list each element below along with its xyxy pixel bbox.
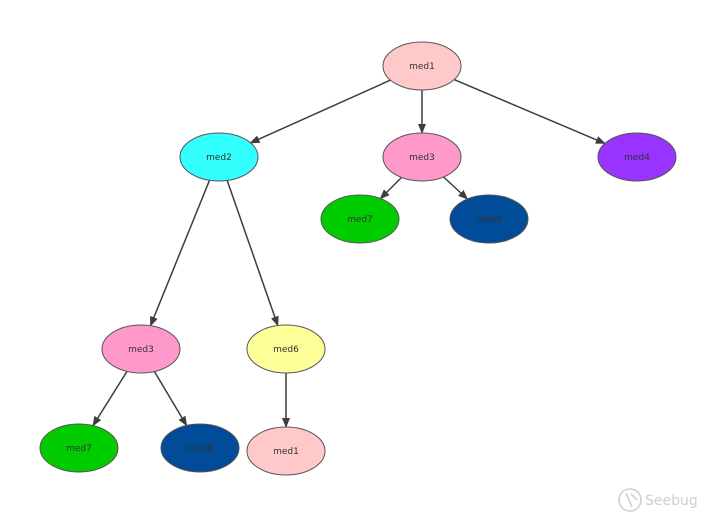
node-med4[interactable]: med4 bbox=[597, 132, 677, 182]
nodes-layer: med1 med2 med3 med4 med7 med8 med3 med6 med7 med8… bbox=[39, 41, 677, 476]
node-shape bbox=[246, 426, 326, 476]
node-label: med1 bbox=[273, 447, 299, 457]
node-med1[interactable]: med1 bbox=[246, 426, 326, 476]
node-med7[interactable]: med7 bbox=[39, 423, 119, 473]
edge-med3-to-med7 bbox=[92, 371, 128, 427]
node-shape bbox=[320, 194, 400, 244]
node-med3[interactable]: med3 bbox=[101, 324, 181, 374]
node-label: med3 bbox=[409, 153, 435, 163]
watermark-text: Seebug bbox=[645, 493, 698, 509]
watermark: Seebug bbox=[618, 488, 698, 512]
node-label: med7 bbox=[347, 215, 373, 225]
edges-layer bbox=[92, 78, 606, 428]
edge-med1-to-med4 bbox=[453, 78, 606, 145]
node-label: med4 bbox=[624, 153, 650, 163]
node-med6[interactable]: med6 bbox=[246, 324, 326, 374]
edge-med3-to-med8 bbox=[153, 371, 188, 427]
node-shape bbox=[179, 132, 259, 182]
node-label: med1 bbox=[409, 62, 435, 72]
edge-med2-to-med3 bbox=[149, 180, 211, 327]
node-shape bbox=[39, 423, 119, 473]
node-label: med3 bbox=[128, 345, 154, 355]
node-shape bbox=[101, 324, 181, 374]
edge-med1-to-med2 bbox=[249, 79, 391, 144]
node-shape bbox=[382, 41, 462, 91]
node-shape bbox=[246, 324, 326, 374]
node-label: med8 bbox=[476, 215, 502, 225]
edge-med2-to-med6 bbox=[226, 180, 279, 327]
node-med7[interactable]: med7 bbox=[320, 194, 400, 244]
seebug-logo-icon bbox=[618, 488, 642, 512]
node-shape bbox=[382, 132, 462, 182]
node-shape bbox=[449, 194, 529, 244]
node-med8[interactable]: med8 bbox=[449, 194, 529, 244]
node-shape bbox=[160, 423, 240, 473]
node-med1[interactable]: med1 bbox=[382, 41, 462, 91]
edge-med3-to-med7 bbox=[379, 176, 403, 200]
node-med3[interactable]: med3 bbox=[382, 132, 462, 182]
node-shape bbox=[597, 132, 677, 182]
node-med8[interactable]: med8 bbox=[160, 423, 240, 473]
node-label: med7 bbox=[66, 444, 92, 454]
edge-med3-to-med8 bbox=[443, 176, 469, 200]
node-med2[interactable]: med2 bbox=[179, 132, 259, 182]
node-label: med6 bbox=[273, 345, 299, 355]
node-label: med8 bbox=[187, 444, 213, 454]
node-label: med2 bbox=[206, 153, 232, 163]
